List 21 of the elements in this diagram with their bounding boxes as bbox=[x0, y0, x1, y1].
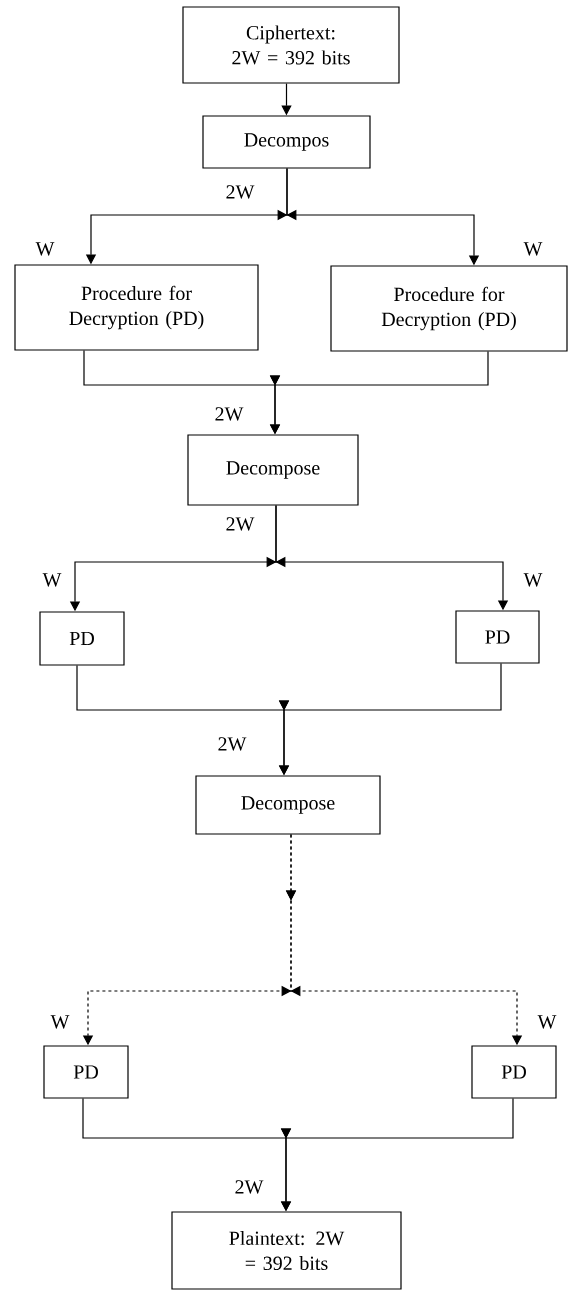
process-box: Procedure for Decryption (PD) bbox=[330, 265, 568, 352]
width-label: 2W bbox=[226, 185, 255, 199]
process-box: Ciphertext: 2W = 392 bits bbox=[182, 6, 400, 84]
edge-label: W bbox=[523, 242, 543, 256]
edge-label: W bbox=[537, 1015, 557, 1029]
edge-label: W bbox=[50, 1015, 70, 1029]
process-box: PD bbox=[39, 611, 125, 666]
process-box: Decompose bbox=[195, 775, 381, 835]
process-box: Decompose bbox=[187, 434, 359, 506]
process-box: Decompos bbox=[202, 115, 371, 169]
width-label: 2W bbox=[215, 407, 244, 421]
process-box: PD bbox=[471, 1045, 557, 1099]
process-box: PD bbox=[455, 610, 540, 664]
edge-label: W bbox=[35, 242, 55, 256]
process-box: PD bbox=[43, 1045, 129, 1099]
width-label: 2W bbox=[235, 1180, 264, 1194]
edge-label: W bbox=[523, 573, 543, 587]
process-box: Plaintext: 2W = 392 bits bbox=[171, 1211, 402, 1290]
width-label: 2W bbox=[218, 737, 247, 751]
process-box: Procedure for Decryption (PD) bbox=[14, 264, 259, 351]
edge-label: W bbox=[42, 573, 62, 587]
